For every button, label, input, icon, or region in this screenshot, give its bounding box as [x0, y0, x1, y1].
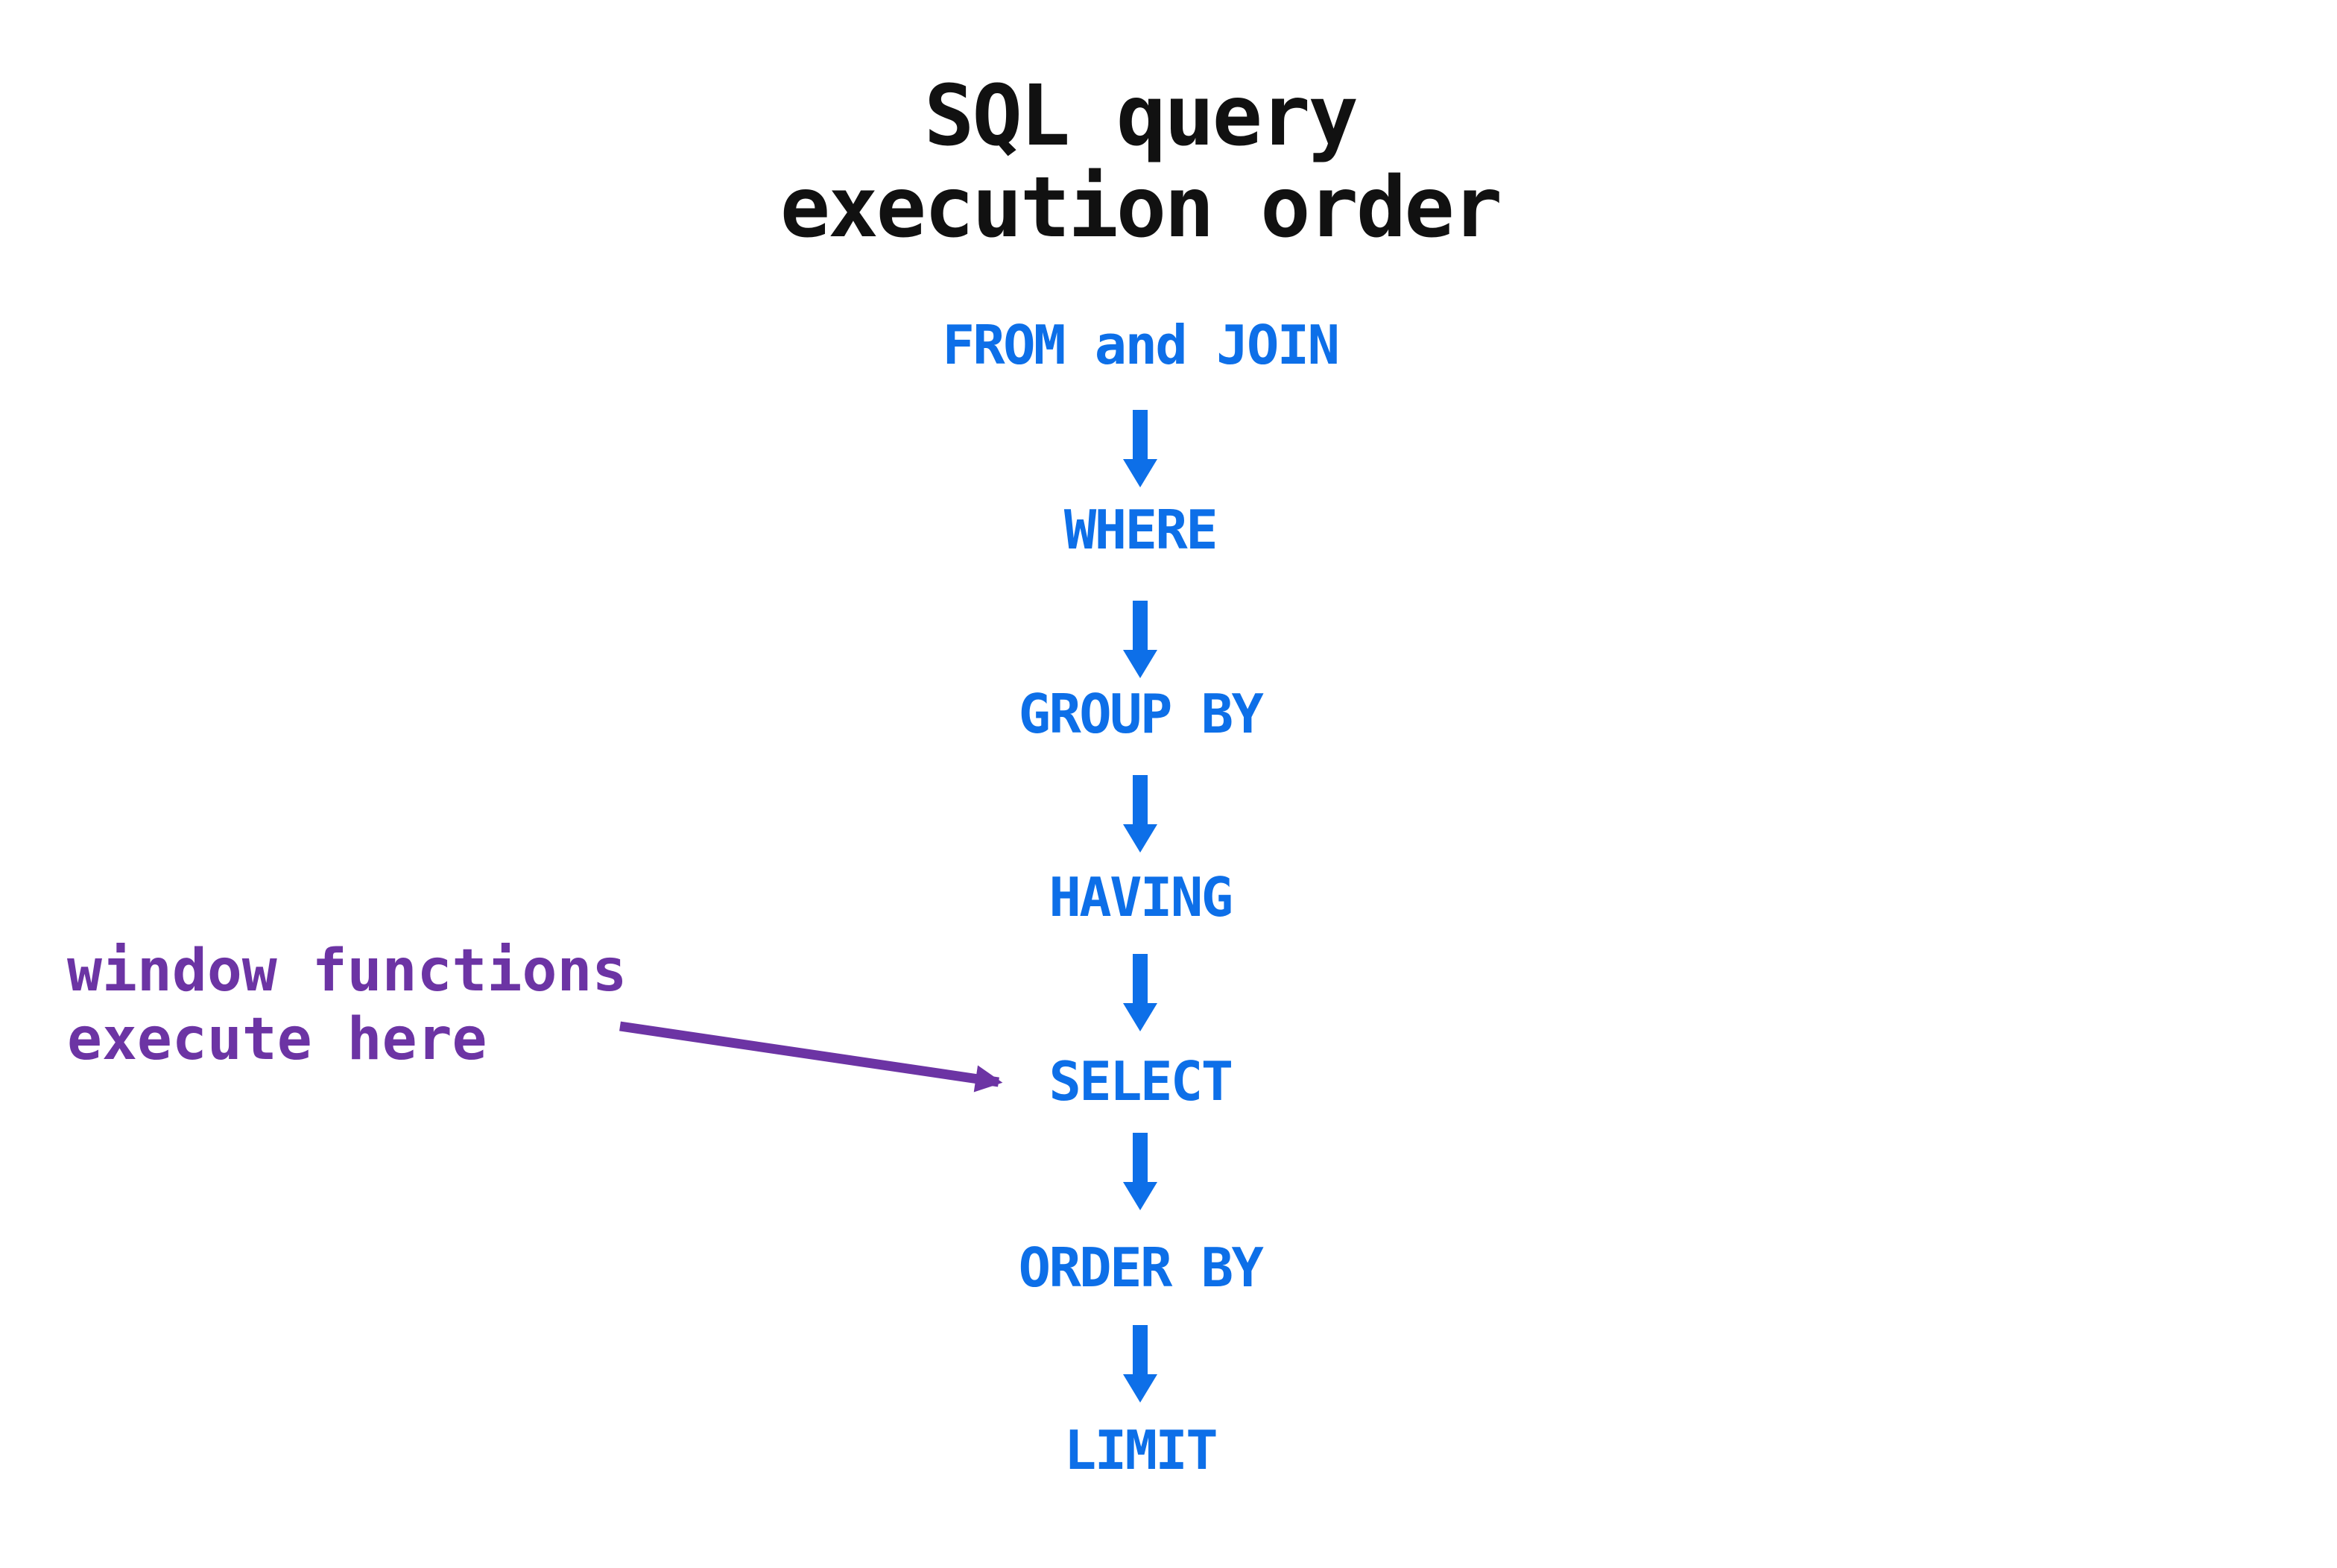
flow-step-limit: LIMIT: [1063, 1419, 1218, 1482]
page-title-line1: SQL query: [924, 68, 1359, 165]
down-arrow-icon: [1123, 1133, 1157, 1210]
down-arrow-icon: [1123, 1325, 1157, 1403]
flow-step-from-and-join: FROM and JOIN: [942, 314, 1340, 376]
down-arrow-icon: [1123, 410, 1157, 487]
flow-step-having: HAVING: [1049, 866, 1233, 929]
annotation-line1: window functions: [67, 938, 627, 1005]
flow-step-select: SELECT: [1049, 1050, 1233, 1113]
flow-step-order-by: ORDER BY: [1018, 1236, 1264, 1299]
down-arrow-icon: [1123, 775, 1157, 853]
flow-step-where: WHERE: [1063, 499, 1218, 561]
page-title-line2: execution order: [779, 159, 1502, 257]
annotation-line2: execute here: [67, 1006, 487, 1073]
annotation-text: window functions execute here: [67, 937, 627, 1074]
down-arrow-icon: [1123, 954, 1157, 1031]
annotation-arrow-icon: [619, 1021, 1003, 1093]
flow-step-group-by: GROUP BY: [1018, 683, 1264, 745]
page-title: SQL query execution order: [779, 68, 1502, 257]
down-arrow-icon: [1123, 601, 1157, 678]
